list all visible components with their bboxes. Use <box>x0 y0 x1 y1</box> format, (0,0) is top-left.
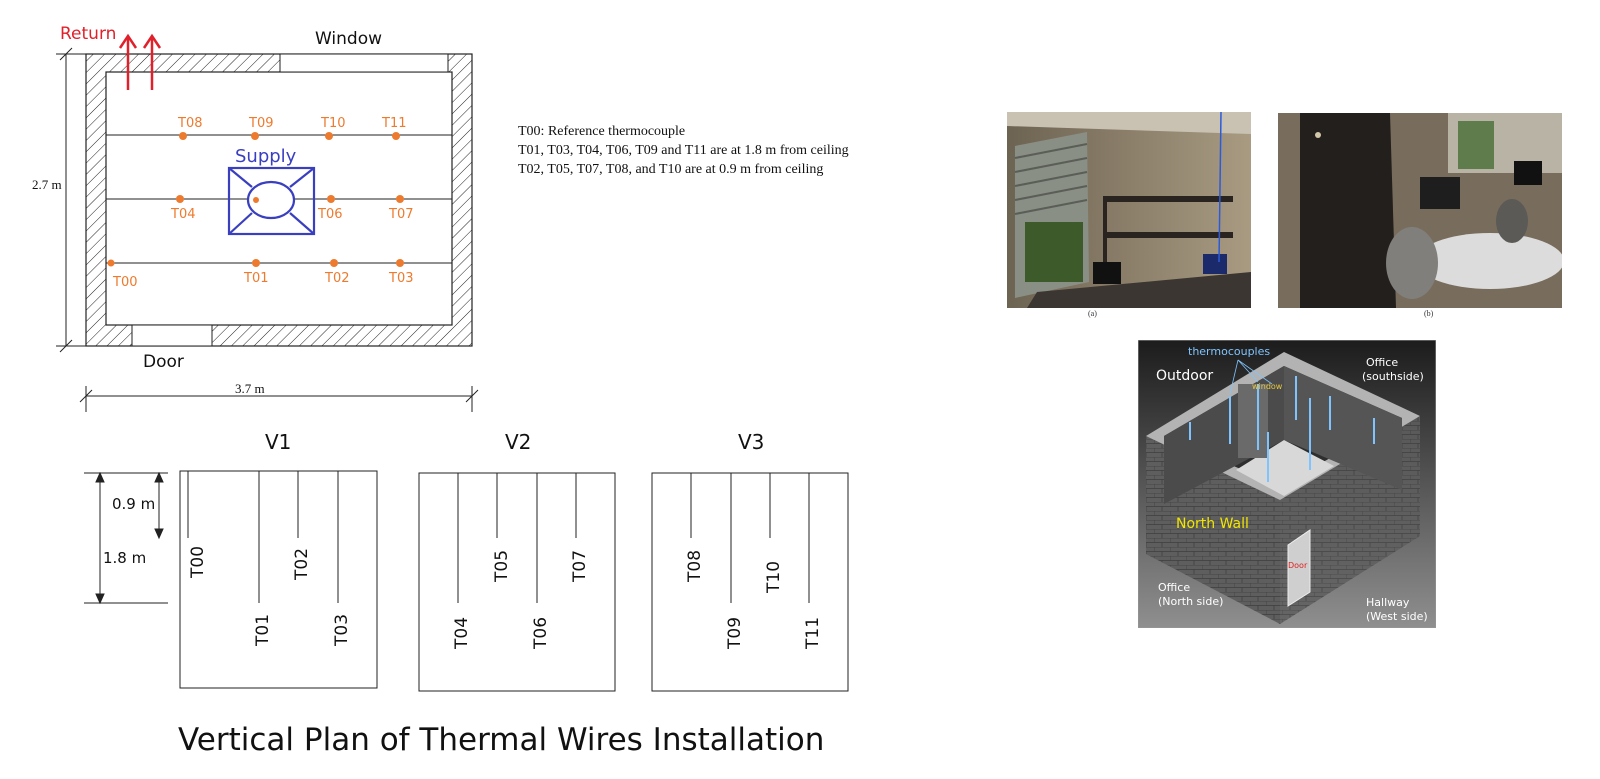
room-walls <box>85 53 473 347</box>
wire-label-t05: T05 <box>492 550 512 583</box>
thermocouple-notes: T00: Reference thermocouple T01, T03, T0… <box>518 122 849 179</box>
panel-v3-title: V3 <box>738 430 764 454</box>
office-south-label-2: (southside) <box>1362 370 1424 383</box>
sensor-label-t06: T06 <box>317 207 342 222</box>
panel-v3: V3 T08 T09 T10 T11 <box>651 430 849 692</box>
note-line-2: T01, T03, T04, T06, T09 and T11 are at 1… <box>518 143 849 158</box>
sensor-label-t04: T04 <box>170 207 195 222</box>
room-3d-model: thermocouples Outdoor window Office (sou… <box>1138 340 1436 628</box>
height-dimension <box>56 47 86 353</box>
wire-label-t00: T00 <box>188 546 208 579</box>
wire-label-t07: T07 <box>570 550 590 583</box>
photo-a-caption: (a) <box>1088 309 1097 318</box>
sensor-label-t11: T11 <box>381 116 406 131</box>
window-label: Window <box>315 29 382 49</box>
hallway-label-2: (West side) <box>1366 610 1428 623</box>
wire-label-t08: T08 <box>685 550 705 583</box>
panel-v1-title: V1 <box>265 430 291 454</box>
sensor-dot-t11 <box>392 132 400 140</box>
return-arrows <box>118 33 162 90</box>
sensor-dot-t08 <box>179 132 187 140</box>
sensor-dot-t04 <box>176 195 184 203</box>
sensor-dot-t07 <box>396 195 404 203</box>
sensor-dot-t02 <box>330 259 338 267</box>
door-label: Door <box>143 352 184 372</box>
sensor-dot-t00 <box>107 259 115 267</box>
office-north-label-1: Office <box>1158 581 1190 594</box>
wire-label-t03: T03 <box>332 614 352 647</box>
dim-upper-label: 0.9 m <box>112 495 155 513</box>
return-label: Return <box>60 24 116 44</box>
door-opening <box>131 324 213 347</box>
height-dimension-label: 2.7 m <box>32 177 62 192</box>
floor-plan-diagram: Return Window Door Supply T08 T09 T10 T1… <box>32 24 479 412</box>
wire-label-t06: T06 <box>531 617 551 650</box>
office-south-label-1: Office <box>1366 356 1398 369</box>
office-north-label-2: (North side) <box>1158 595 1223 608</box>
vertical-plan-title: Vertical Plan of Thermal Wires Installat… <box>178 722 825 758</box>
supply-diffuser <box>227 166 316 236</box>
width-dimension <box>79 386 479 412</box>
window-opening <box>279 53 449 73</box>
office-photo-b <box>1278 113 1562 308</box>
wire-label-t11: T11 <box>803 617 823 650</box>
north-wall-label: North Wall <box>1176 516 1249 532</box>
panel-v1: V1 T00 T01 T02 T03 <box>179 430 378 689</box>
sensor-label-t03: T03 <box>388 271 413 286</box>
supply-label: Supply <box>235 146 297 167</box>
hallway-label-1: Hallway <box>1366 596 1410 609</box>
sensor-label-t07: T07 <box>388 207 413 222</box>
wire-label-t04: T04 <box>452 617 472 650</box>
door-3d-label: Door <box>1288 561 1308 570</box>
sensor-dot-center <box>253 197 259 203</box>
wire-label-t01: T01 <box>253 614 273 647</box>
sensor-label-t00: T00 <box>112 275 137 290</box>
wire-label-t10: T10 <box>764 561 784 594</box>
vertical-dimensions <box>84 471 168 605</box>
sensor-dot-t03 <box>396 259 404 267</box>
vertical-plan-diagram: 0.9 m 1.8 m V1 T00 T01 T02 T03 V2 T04 T0… <box>84 430 849 692</box>
sensor-label-t01: T01 <box>243 271 268 286</box>
outdoor-label: Outdoor <box>1156 368 1213 384</box>
window-3d-label: window <box>1252 382 1283 391</box>
photo-b-caption: (b) <box>1424 309 1434 318</box>
panel-v2: V2 T04 T05 T06 T07 <box>418 430 616 692</box>
thermocouples-label: thermocouples <box>1188 345 1270 358</box>
width-dimension-label: 3.7 m <box>235 381 265 396</box>
wire-label-t02: T02 <box>292 548 312 581</box>
sensor-markers: T08 T09 T10 T11 T04 T06 T07 T00 T01 T02 … <box>107 116 413 290</box>
sensor-dot-t10 <box>325 132 333 140</box>
dim-lower-label: 1.8 m <box>103 549 146 567</box>
sensor-dot-t09 <box>251 132 259 140</box>
sensor-label-t10: T10 <box>320 116 345 131</box>
sensor-label-t08: T08 <box>177 116 202 131</box>
sensor-dot-t06 <box>327 195 335 203</box>
wire-label-t09: T09 <box>725 617 745 650</box>
note-line-3: T02, T05, T07, T08, and T10 are at 0.9 m… <box>518 162 824 177</box>
panel-v2-title: V2 <box>505 430 531 454</box>
sensor-label-t02: T02 <box>324 271 349 286</box>
sensor-label-t09: T09 <box>248 116 273 131</box>
sensor-dot-t01 <box>252 259 260 267</box>
office-photo-a <box>1007 112 1251 308</box>
note-line-1: T00: Reference thermocouple <box>518 124 686 139</box>
